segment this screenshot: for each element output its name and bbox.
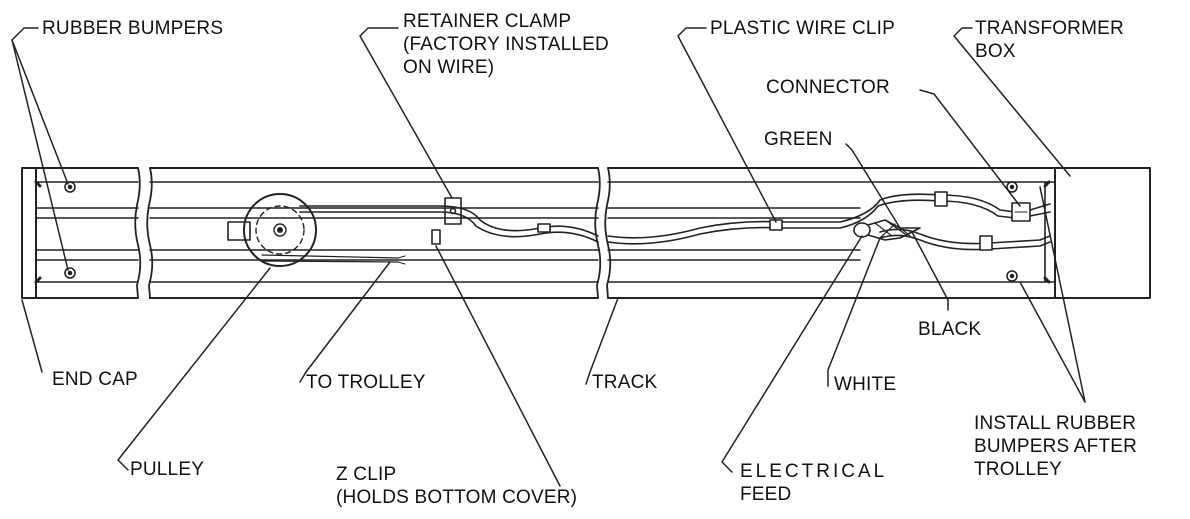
- track-break-marks: [134, 167, 612, 299]
- label-install-rubber-bumpers-line2: BUMPERS AFTER: [974, 436, 1138, 457]
- label-white: WHITE: [834, 373, 896, 396]
- label-white-text: WHITE: [834, 374, 897, 395]
- label-transformer-box: TRANSFORMER BOX: [975, 17, 1124, 63]
- label-rubber-bumpers: RUBBER BUMPERS: [42, 17, 223, 40]
- label-electrical-feed: ELECTRICAL FEED: [740, 460, 887, 506]
- label-install-rubber-bumpers: INSTALL RUBBER BUMPERS AFTER TROLLEY: [974, 412, 1137, 481]
- label-end-cap-text: END CAP: [52, 369, 138, 390]
- label-z-clip: Z CLIP (HOLDS BOTTOM COVER): [336, 463, 577, 509]
- wires: [261, 193, 1051, 265]
- label-retainer-clamp-line1: RETAINER CLAMP: [403, 11, 572, 32]
- label-retainer-clamp-line2: (FACTORY INSTALLED: [403, 34, 609, 55]
- label-plastic-wire-clip: PLASTIC WIRE CLIP: [710, 17, 895, 40]
- label-black-text: BLACK: [918, 319, 982, 340]
- label-to-trolley-text: TO TROLLEY: [306, 372, 426, 393]
- label-black: BLACK: [918, 318, 981, 341]
- label-transformer-box-line2: BOX: [975, 41, 1016, 62]
- track-body: [21, 167, 1056, 299]
- label-to-trolley: TO TROLLEY: [306, 371, 426, 394]
- transformer-box: [1054, 167, 1151, 299]
- label-z-clip-line2: (HOLDS BOTTOM COVER): [336, 487, 578, 508]
- track-section-left: [21, 167, 139, 299]
- pulley: [227, 193, 317, 267]
- label-track: TRACK: [592, 371, 657, 394]
- label-electrical-feed-line2: FEED: [740, 484, 792, 505]
- label-track-text: TRACK: [592, 372, 658, 393]
- label-transformer-box-line1: TRANSFORMER: [975, 18, 1124, 39]
- label-green: GREEN: [764, 128, 833, 151]
- label-electrical-feed-line1: ELECTRICAL: [740, 461, 888, 482]
- label-pulley-text: PULLEY: [130, 459, 205, 480]
- track-section-right: [607, 167, 1056, 299]
- clips: [431, 191, 1031, 251]
- label-install-rubber-bumpers-line1: INSTALL RUBBER: [974, 413, 1137, 434]
- leader-lines: [11, 27, 1086, 487]
- label-end-cap: END CAP: [52, 368, 138, 391]
- label-install-rubber-bumpers-line3: TROLLEY: [974, 459, 1062, 480]
- label-retainer-clamp-line3: ON WIRE): [403, 57, 495, 78]
- rubber-bumpers: [64, 181, 1018, 282]
- label-connector: CONNECTOR: [766, 76, 890, 99]
- label-pulley: PULLEY: [130, 458, 204, 481]
- label-rubber-bumpers-text: RUBBER BUMPERS: [42, 18, 224, 39]
- track-section-middle: [149, 167, 599, 299]
- label-retainer-clamp: RETAINER CLAMP (FACTORY INSTALLED ON WIR…: [403, 10, 609, 79]
- label-z-clip-line1: Z CLIP: [336, 464, 397, 485]
- label-green-text: GREEN: [764, 129, 833, 150]
- label-plastic-wire-clip-text: PLASTIC WIRE CLIP: [710, 18, 895, 39]
- label-connector-text: CONNECTOR: [766, 77, 890, 98]
